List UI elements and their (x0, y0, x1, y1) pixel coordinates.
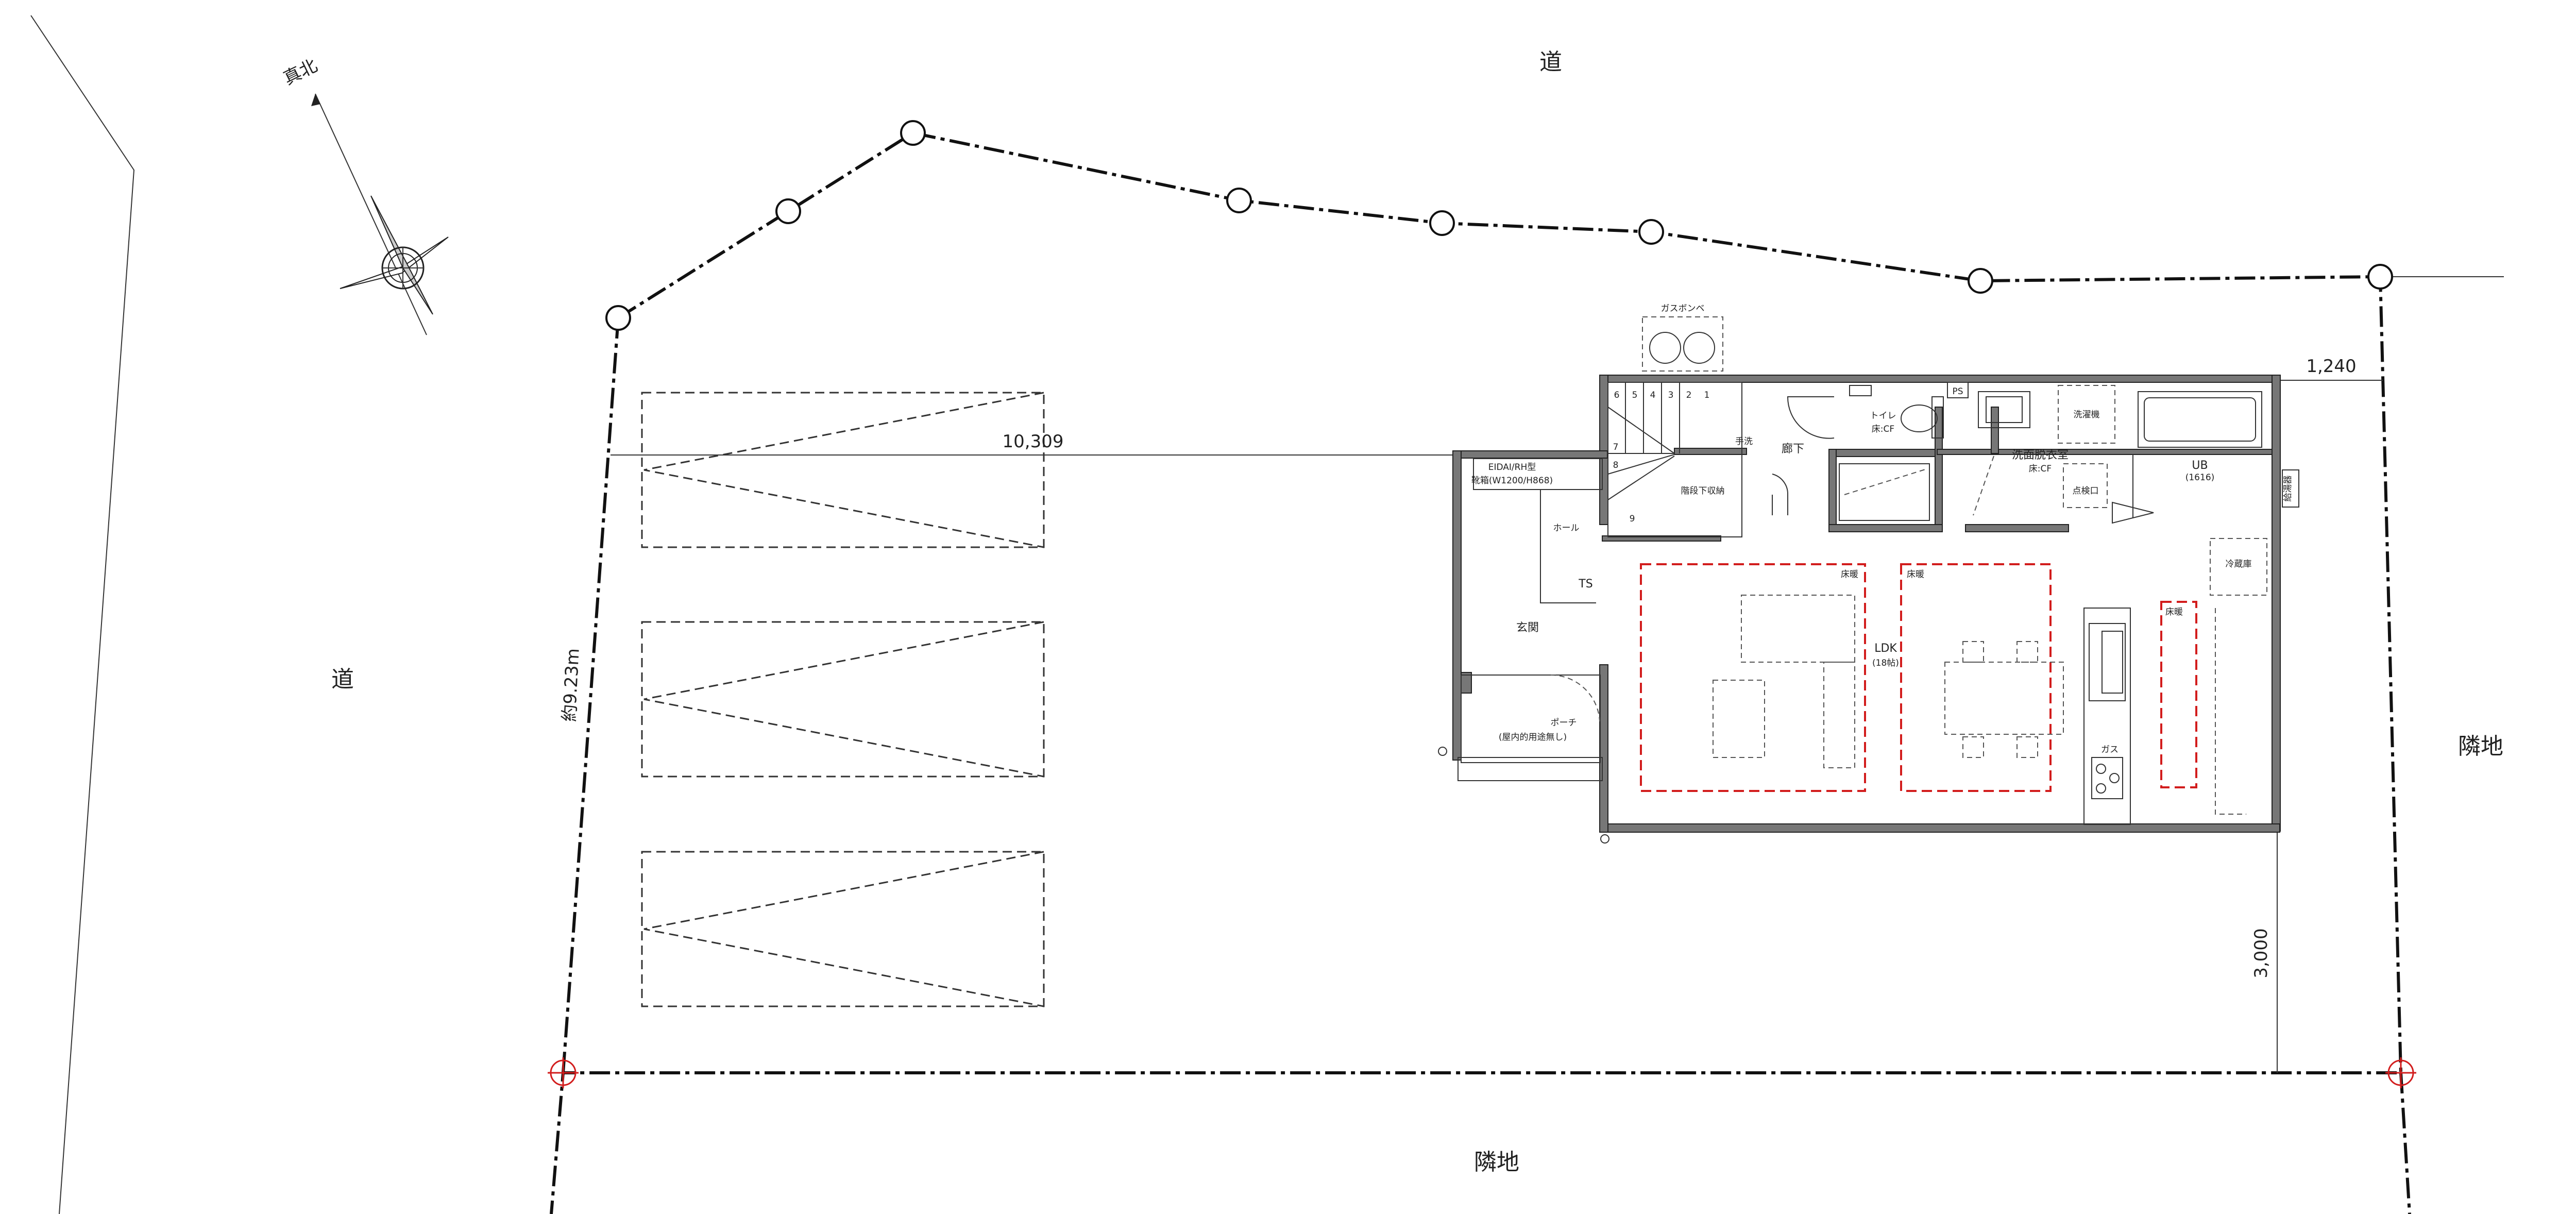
toilet-label: トイレ (1870, 411, 1896, 421)
shoe-box-label: EIDAI/RH型 (1488, 462, 1536, 473)
washbasin-label: 手洗 (1735, 436, 1753, 447)
floor-heating-label-3: 床暖 (2165, 607, 2183, 617)
dimension-side-gap: 1,240 (2306, 356, 2356, 377)
stair-step-3: 3 (1668, 390, 1674, 400)
stair-step-7: 7 (1613, 442, 1619, 452)
neighbor-right-label: 隣地 (2458, 733, 2503, 760)
fridge-label: 冷蔵庫 (2226, 559, 2252, 569)
context-lines (30, 15, 2504, 1214)
true-north-label: 真北 (280, 55, 321, 89)
ldk: 床暖 床暖 LDK (18帖) (1640, 563, 2064, 792)
stair-step-2: 2 (1686, 390, 1692, 400)
ts-label: TS (1578, 578, 1592, 591)
floor-heating-label-2: 床暖 (1907, 569, 1924, 580)
neighbor-bottom-label: 隣地 (1474, 1149, 1519, 1175)
washroom: 洗濯機 洗面脱衣室 床:CF 点検口 (1973, 385, 2154, 524)
toilet-floor-label: 床:CF (1872, 424, 1894, 434)
stair-step-5: 5 (1632, 390, 1638, 400)
ub-size-label: (1616) (2185, 473, 2215, 483)
floor-heating-label-1: 床暖 (1841, 569, 1858, 580)
road-left-label: 道 (331, 666, 354, 693)
porch-label: ポーチ (1551, 718, 1577, 728)
stair-step-8: 8 (1613, 460, 1619, 470)
gas-cylinder: ガスボンベ (1642, 304, 1723, 372)
washer-label: 洗濯機 (2074, 410, 2100, 420)
ldk-size-label: (18帖) (1872, 658, 1899, 668)
dimension-lines: 10,309 1,240 3,000 約9.23m (559, 356, 2383, 1073)
stair-step-9: 9 (1630, 514, 1635, 524)
hall-label: ホール (1553, 523, 1580, 533)
stair-step-4: 4 (1650, 390, 1656, 400)
porch-note-label: (屋内的用途無し) (1499, 732, 1567, 743)
understair-storage-label: 階段下収納 (1681, 486, 1725, 496)
dimension-frontage: 約9.23m (559, 648, 583, 722)
dimension-rear-gap: 3,000 (2251, 928, 2272, 978)
parking-space (641, 392, 1045, 548)
road-top-label: 道 (1539, 49, 1562, 75)
kitchen: ガス 床暖 冷蔵庫 (2083, 538, 2267, 825)
north-arrow: 真北 (280, 55, 449, 335)
parking-space (641, 851, 1045, 1007)
ldk-label: LDK (1874, 642, 1897, 655)
parking-spaces (641, 392, 1045, 1007)
washroom-label: 洗面脱衣室 (2012, 449, 2069, 462)
parking-space (641, 621, 1045, 778)
gas-cylinder-label: ガスボンベ (1661, 304, 1705, 314)
unit-bath: UB (1616) 給湯器 (2132, 391, 2299, 518)
stair-step-6: 6 (1614, 390, 1620, 400)
ps-label: PS (1952, 386, 1963, 397)
stair-step-1: 1 (1704, 390, 1710, 400)
building-walls (1452, 375, 2281, 833)
shoe-box-size-label: 靴箱(W1200/H868) (1471, 476, 1553, 486)
floor-heating-zone (2160, 601, 2197, 788)
dimension-width: 10,309 (1003, 431, 1064, 452)
washroom-floor-label: 床:CF (2029, 464, 2052, 474)
corridor-label: 廊下 (1782, 443, 1804, 456)
gas-label: ガス (2101, 745, 2119, 755)
ub-label: UB (2192, 459, 2208, 472)
boundary-pins (548, 120, 2416, 1088)
entrance-area: EIDAI/RH型 靴箱(W1200/H868) ホール TS 玄関 ポーチ (… (1438, 458, 1609, 844)
floor-heating-zone (1640, 563, 1866, 792)
genkan-label: 玄関 (1516, 621, 1539, 634)
toilet-area: 廊下 手洗 トイレ 床:CF PS (1735, 382, 1969, 521)
inspection-hatch-label: 点検口 (2073, 486, 2099, 496)
stairs: 6 5 4 3 2 1 7 8 9 階段下収納 (1607, 382, 1789, 537)
water-heater-label: 給湯器 (2283, 476, 2293, 502)
floor-heating-zone (1900, 563, 2052, 792)
north-arrow-tip-icon (311, 94, 320, 106)
